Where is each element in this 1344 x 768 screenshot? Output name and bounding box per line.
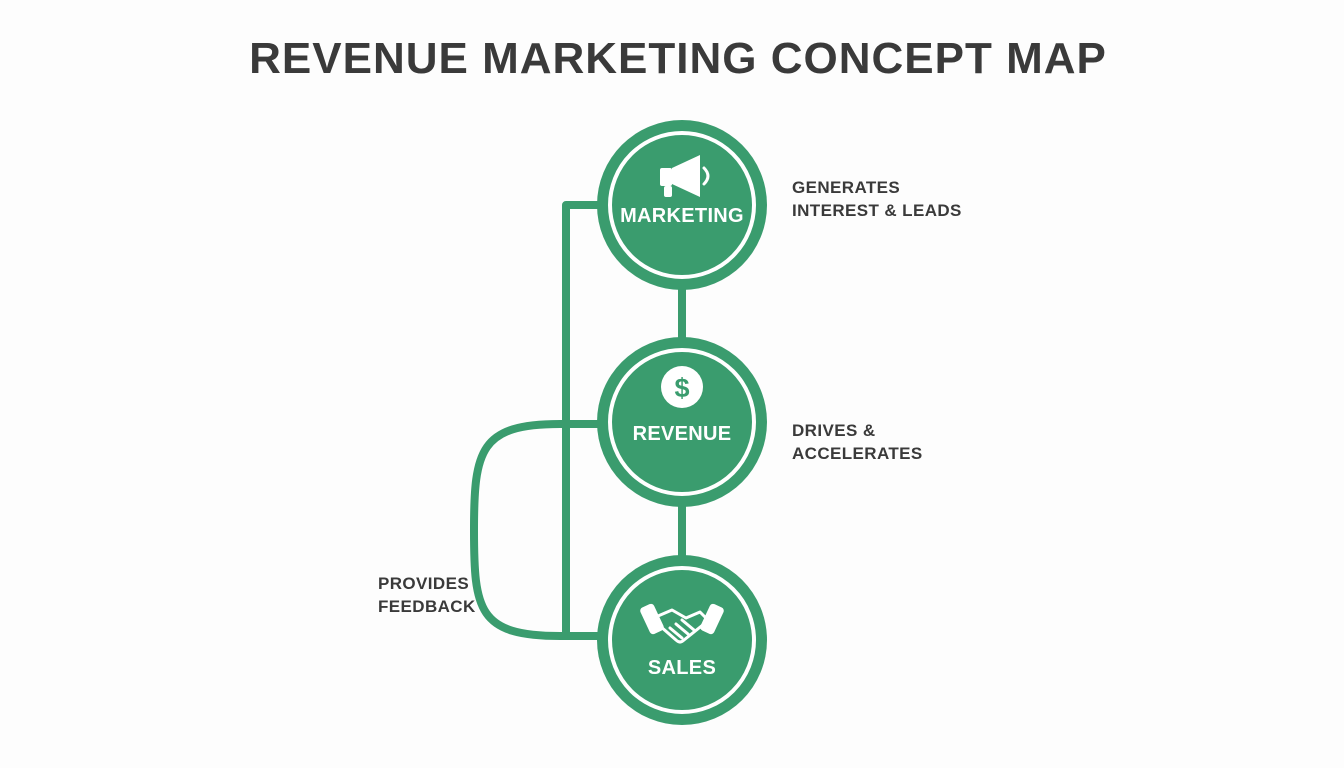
relationship-line: ACCELERATES: [792, 444, 923, 463]
relationship-line: PROVIDES: [378, 574, 470, 593]
node-label-marketing: MARKETING: [620, 205, 744, 227]
svg-text:$: $: [674, 373, 689, 403]
feedback-loop-curve: [470, 420, 606, 640]
relationship-label-marketing: GENERATES INTEREST & LEADS: [792, 176, 962, 222]
relationship-line: INTEREST & LEADS: [792, 201, 962, 220]
node-label-sales: SALES: [647, 657, 717, 679]
megaphone-icon: [660, 155, 710, 197]
node-marketing: [597, 120, 767, 290]
connectors: [470, 201, 686, 640]
node-revenue: $: [597, 337, 767, 507]
relationship-line: FEEDBACK: [378, 597, 476, 616]
dollar-icon: $: [661, 366, 703, 408]
handshake-icon: [640, 603, 724, 644]
relationship-label-revenue: DRIVES & ACCELERATES: [792, 419, 923, 465]
node-sales: [597, 555, 767, 725]
relationship-label-feedback: PROVIDES FEEDBACK: [378, 572, 476, 618]
relationship-line: GENERATES: [792, 178, 901, 197]
relationship-line: DRIVES &: [792, 421, 876, 440]
page-title: REVENUE MARKETING CONCEPT MAP: [249, 34, 1107, 83]
node-label-revenue: REVENUE: [632, 423, 732, 445]
